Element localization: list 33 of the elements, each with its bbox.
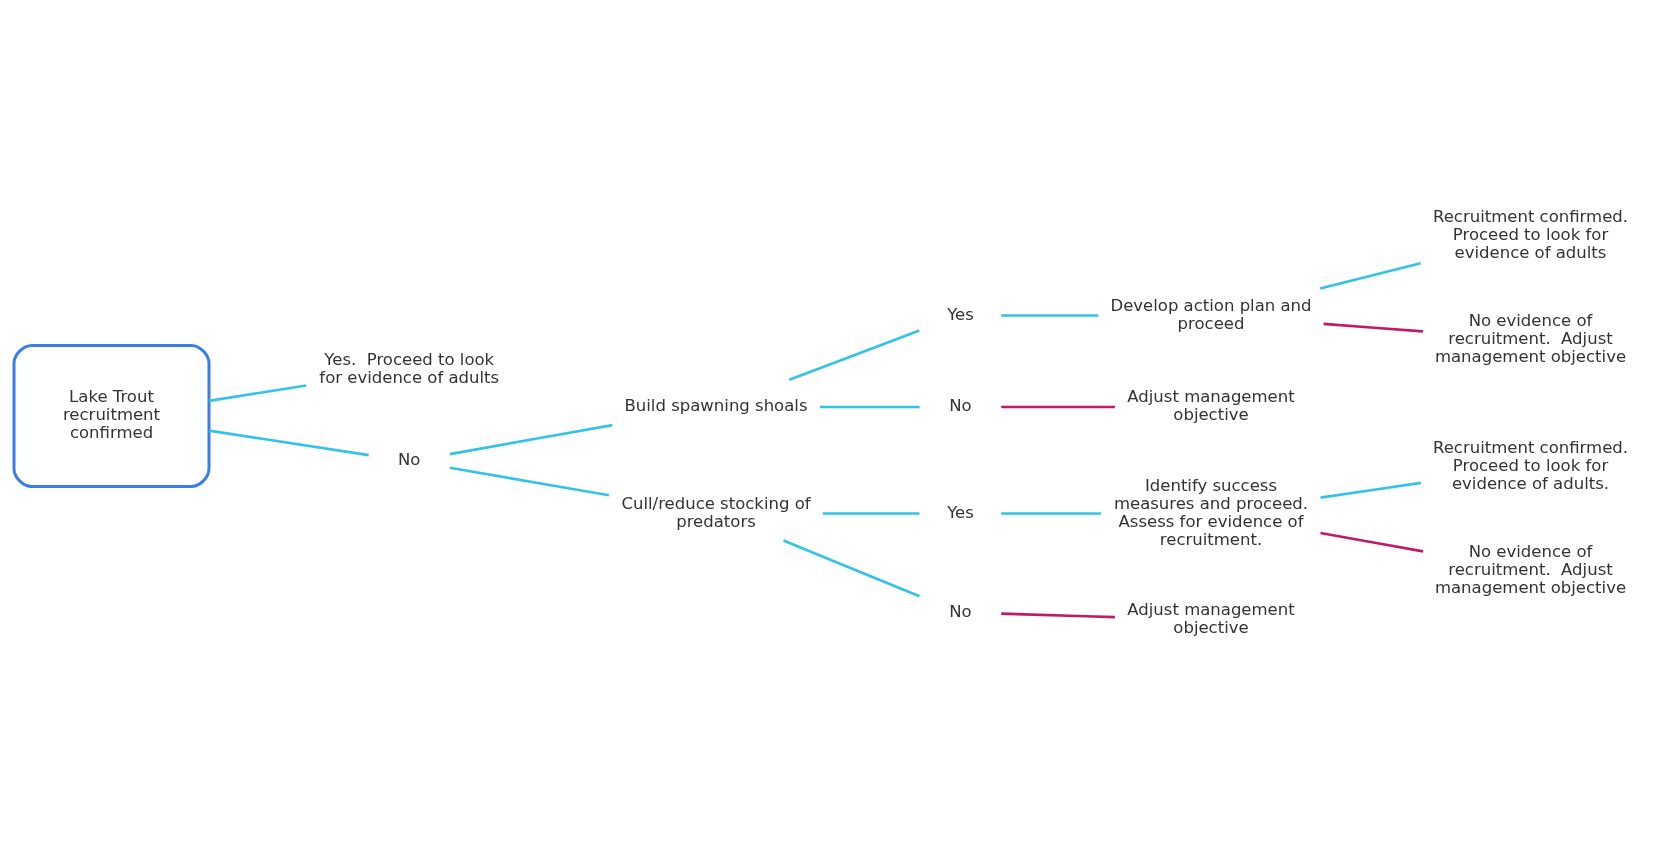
connector (782, 539, 921, 598)
node-text: Yes. Proceed to look for evidence of adults (319, 349, 500, 387)
node-text: Identify success measures and proceed. Assess for evidence of recruitment. (1113, 475, 1309, 549)
connector (1001, 512, 1101, 515)
connector (208, 429, 369, 457)
connector (449, 423, 613, 456)
node-text: Build spawning shoals (624, 396, 808, 416)
node-box: Lake Trout recruitment confirmed (12, 344, 211, 488)
connector (819, 405, 920, 409)
node-text: Recruitment confirmed. Proceed to look for evidence of adults. (1432, 438, 1629, 494)
node-text: Develop action plan and proceed (1110, 295, 1312, 333)
node-text: Adjust management objective (1127, 600, 1295, 638)
connector (1001, 314, 1099, 317)
connector (1001, 405, 1115, 409)
node-text: No evidence of recruitment. Adjust management objective (1434, 541, 1627, 597)
connector (208, 384, 307, 403)
node-text: Recruitment confirmed. Proceed to look for evidence of adults (1432, 207, 1629, 263)
node-text: No evidence of recruitment. Adjust management objective (1434, 310, 1627, 366)
node-text: No (398, 450, 421, 470)
connector (822, 512, 920, 515)
connector (1320, 531, 1424, 553)
node-text: Yes (947, 304, 974, 324)
connector (1320, 481, 1422, 499)
connector (788, 329, 920, 382)
node-text: Yes (947, 502, 974, 522)
connector (1319, 261, 1421, 290)
connector (1323, 322, 1423, 333)
node-text: No (949, 396, 972, 416)
node-text: No (949, 601, 972, 621)
connector (449, 466, 610, 497)
connector (1001, 612, 1115, 619)
node-text: Adjust management objective (1127, 387, 1295, 425)
node-text: Cull/reduce stocking of predators (621, 493, 811, 531)
